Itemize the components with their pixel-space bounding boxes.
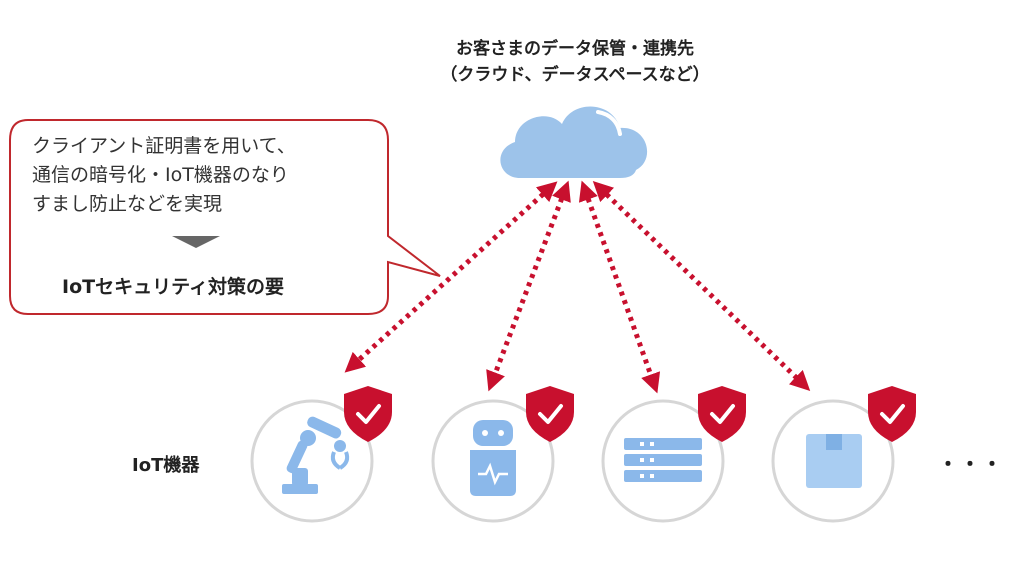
server-rack-icon [624,438,702,482]
iot-devices-label: IoT機器 [132,455,200,476]
device-package-box [771,399,895,523]
robot-arm-icon [282,416,350,494]
connection-arrows [344,180,811,394]
shield-check-icon [526,386,574,442]
cloud-caption-line1: お客さまのデータ保管・連携先 [456,39,694,59]
shield-check-icon [698,386,746,442]
callout-line1: クライアント証明書を用いて、 [32,135,296,157]
callout-conclusion: IoTセキュリティ対策の要 [62,276,284,298]
arrow-to-package-box [592,181,811,391]
device-server-rack [601,399,725,523]
more-devices-ellipsis: ・・・ [938,452,1004,476]
device-service-robot [431,399,555,523]
callout-line3: すまし防止などを実現 [32,193,223,215]
shield-check-icon [344,386,392,442]
down-triangle-icon [172,236,220,248]
arrow-to-server-rack [578,180,661,394]
service-robot-icon [470,420,516,496]
cloud-caption-line2: （クラウド、データスペースなど） [440,65,710,85]
device-robot-arm [250,399,374,523]
arrow-to-service-robot [486,180,571,392]
package-box-icon [806,434,862,488]
cloud-icon [500,106,648,178]
shield-check-icon [868,386,916,442]
callout-line2: 通信の暗号化・IoT機器のなり [32,164,289,186]
